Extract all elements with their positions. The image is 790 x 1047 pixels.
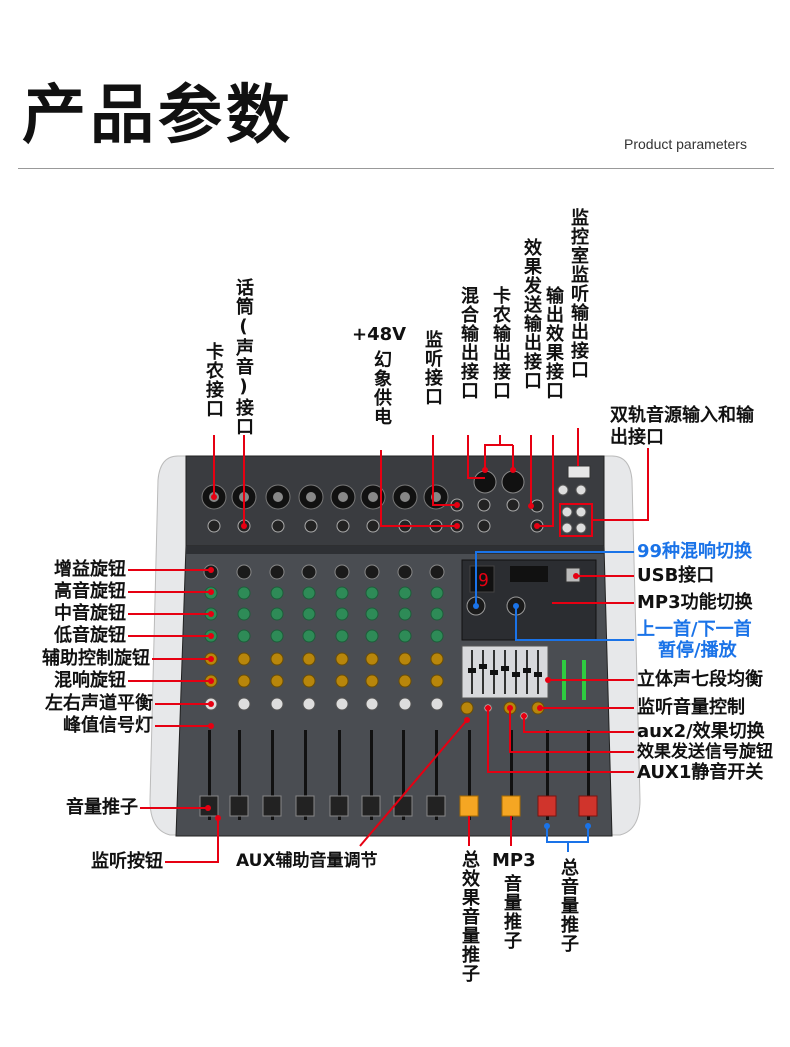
blue-callout-lines xyxy=(475,551,634,852)
label-treble: 高音旋钮 xyxy=(54,581,126,602)
label-fx-send-knob: 效果发送信号旋钮 xyxy=(637,742,773,762)
page-subtitle: Product parameters xyxy=(624,136,747,152)
label-monitor-vol: 监听音量控制 xyxy=(637,697,745,718)
label-aux1-mute: AUX1静音开关 xyxy=(637,762,764,783)
label-master: 总音量推子 xyxy=(558,858,579,953)
label-peak: 峰值信号灯 xyxy=(63,715,153,736)
label-fx-send-out: 效果发送输出接口 xyxy=(521,238,542,390)
label-reverb: 混响旋钮 xyxy=(54,670,126,691)
label-mid: 中音旋钮 xyxy=(54,603,126,624)
page-title: 产品参数 xyxy=(22,79,294,153)
label-aux-level: AUX辅助音量调节 xyxy=(236,851,378,871)
label-fx-master: 总效果音量推子 xyxy=(459,850,480,983)
label-fx-out: 输出效果接口 xyxy=(543,286,564,400)
label-pan: 左右声道平衡 xyxy=(45,693,153,714)
label-monitor-button: 监听按钮 xyxy=(91,851,163,872)
label-pause-play: 暂停/播放 xyxy=(658,640,737,661)
callout-lines xyxy=(128,428,649,863)
channel-knobs xyxy=(203,564,445,711)
label-eq7: 立体声七段均衡 xyxy=(637,669,763,690)
label-mp3-mode: MP3功能切换 xyxy=(637,592,753,613)
label-bass: 低音旋钮 xyxy=(54,625,126,646)
label-aux2-fx: aux2/效果切换 xyxy=(637,721,765,742)
label-phantom-48v: 幻象供电 xyxy=(371,350,392,426)
label-reverb-99: 99种混响切换 xyxy=(637,541,753,562)
fx-display: 9 xyxy=(478,570,489,591)
label-monitor-jack: 监听接口 xyxy=(422,330,443,406)
label-two-track: 双轨音源输入和输出接口 xyxy=(610,405,754,448)
label-mix-out: 混合输出接口 xyxy=(458,286,479,400)
label-mp3-fader-top: MP3 xyxy=(492,850,536,871)
divider xyxy=(18,168,774,169)
label-aux: 辅助控制旋钮 xyxy=(42,648,150,669)
label-gain: 增益旋钮 xyxy=(54,559,126,580)
label-fader: 音量推子 xyxy=(66,797,138,818)
label-canon-in: 卡农接口 xyxy=(203,342,224,418)
label-mp3-fader: 音量推子 xyxy=(501,874,522,950)
label-control-room-out: 监控室监听输出接口 xyxy=(568,208,589,379)
label-usb: USB接口 xyxy=(637,565,715,586)
label-prev-next: 上一首/下一首 xyxy=(637,619,752,640)
label-mic-jack: 话筒(声音)接口 xyxy=(233,278,254,436)
label-phantom-48v-a: +48V xyxy=(352,324,407,345)
label-canon-out: 卡农输出接口 xyxy=(490,286,511,400)
fader-tracks xyxy=(208,730,590,820)
master-section: 9 xyxy=(460,559,597,721)
